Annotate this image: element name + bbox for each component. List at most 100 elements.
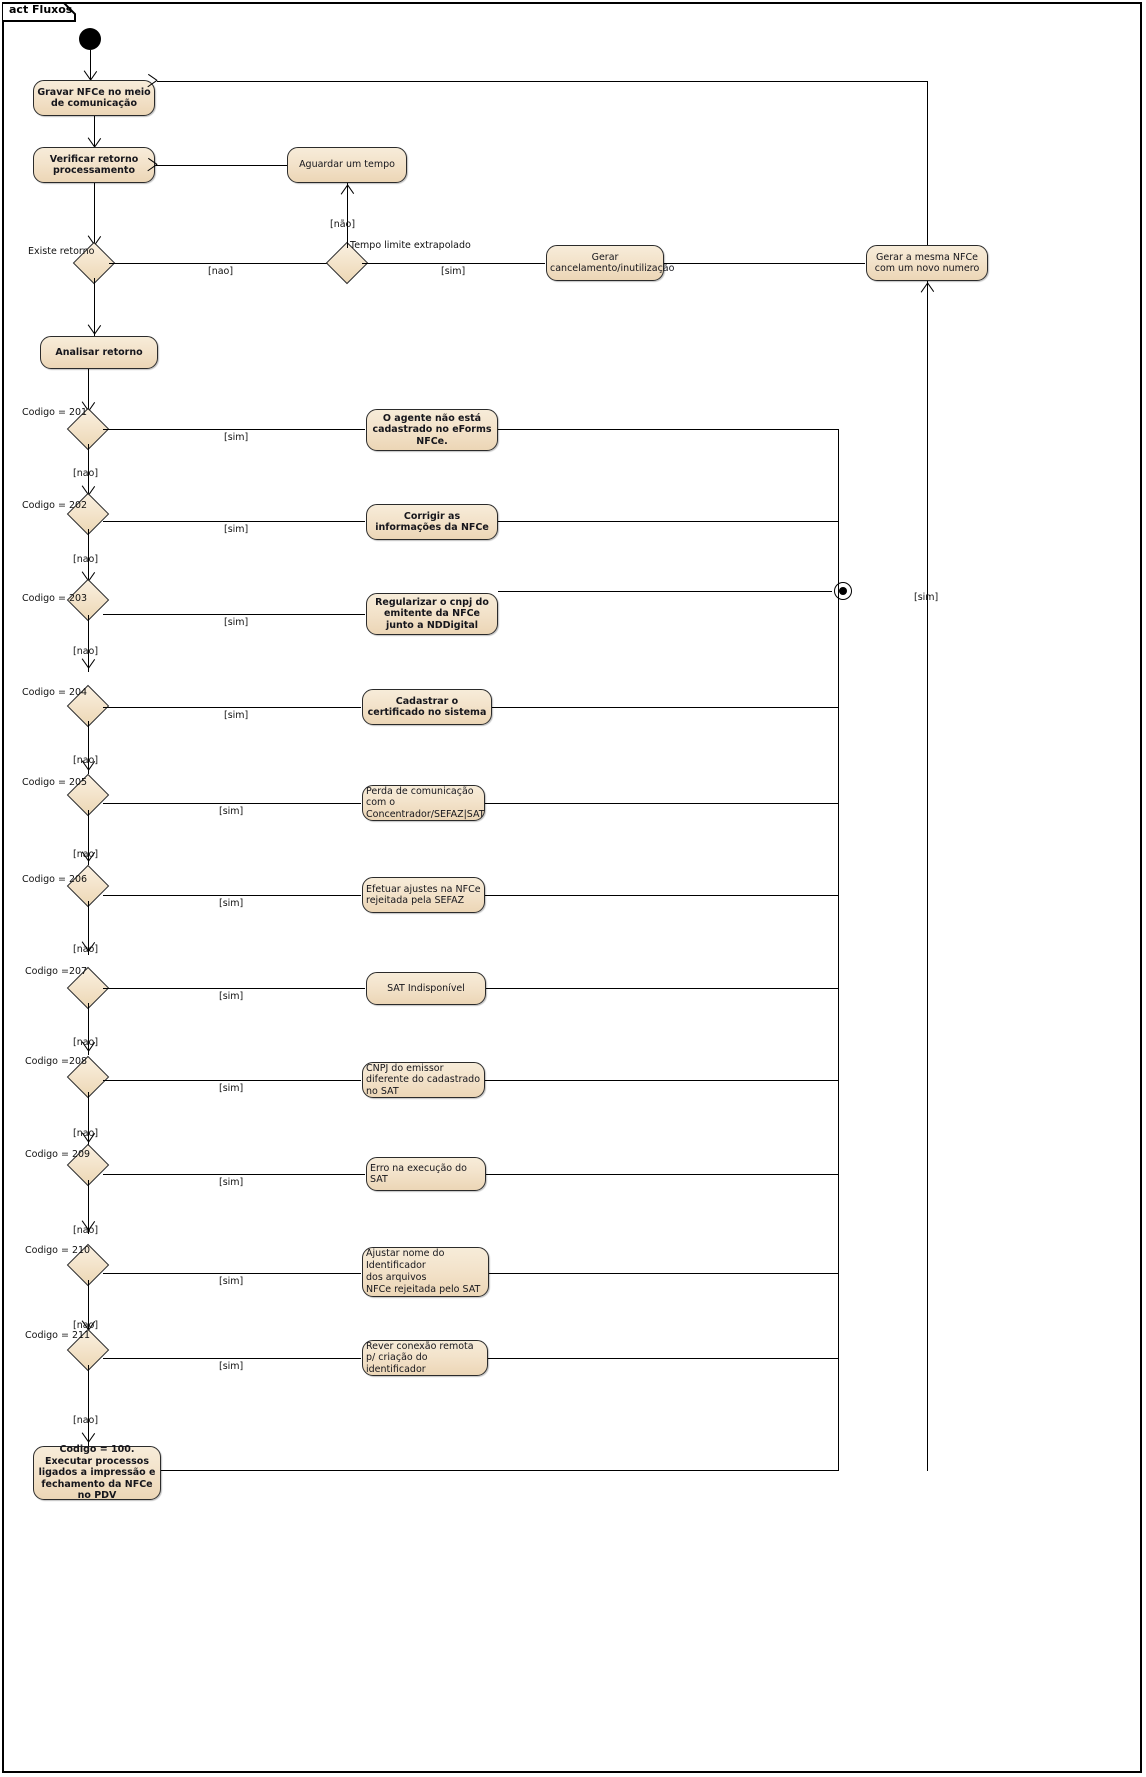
guard-201-sim: [sim] — [224, 432, 249, 443]
edge-210-to-collector — [489, 1273, 839, 1274]
edge-206-to-collector — [485, 895, 839, 896]
edge-211-to-collector — [488, 1358, 839, 1359]
action-201[interactable]: O agente não está cadastrado no eForms N… — [366, 409, 498, 451]
edge-203-sim — [103, 614, 365, 615]
guard-211-nao: [nao] — [73, 1415, 99, 1426]
edge-tempo-limite-nao — [347, 183, 348, 248]
action-202[interactable]: Corrigir as informações da NFCe — [366, 504, 498, 540]
action-206[interactable]: Efetuar ajustes na NFCe rejeitada pela S… — [362, 877, 485, 913]
action-aguardar-tempo[interactable]: Aguardar um tempo — [287, 147, 407, 183]
action-210-label: Ajustar nome do Identificador dos arquiv… — [366, 1248, 485, 1296]
edge-208-nao — [88, 1092, 89, 1146]
action-gravar-nfce[interactable]: Gravar NFCe no meio de comunicação — [33, 80, 155, 116]
edge-right-collector-lower — [838, 591, 839, 1471]
action-gerar-mesma-nfce-label: Gerar a mesma NFCe com um novo numero — [874, 251, 980, 275]
edge-aguardar-to-verificar — [156, 165, 287, 166]
edge-208-sim — [103, 1080, 361, 1081]
edge-initial-to-gravar — [90, 50, 91, 80]
guard-201-nao: [nao] — [73, 468, 99, 479]
action-210-line3: NFCe rejeitada pelo SAT — [366, 1284, 481, 1295]
edge-205-sim — [103, 803, 361, 804]
decision-codigo-202-label: Codigo = 202 — [22, 500, 88, 511]
guard-208-sim: [sim] — [219, 1083, 244, 1094]
edge-209-sim — [103, 1174, 365, 1175]
action-207-label: SAT Indisponível — [387, 982, 465, 994]
action-verificar-retorno[interactable]: Verificar retorno processamento — [33, 147, 155, 183]
action-208-label: CNPJ do emissor diferente do cadastrado … — [366, 1062, 481, 1097]
guard-203-nao: [nao] — [73, 646, 99, 657]
action-203-label: Regularizar o cnpj do emitente da NFCe j… — [375, 596, 489, 631]
action-analisar-retorno-label: Analisar retorno — [55, 346, 143, 358]
action-gravar-nfce-label: Gravar NFCe no meio de comunicação — [37, 86, 151, 110]
guard-205-nao: [nao] — [73, 849, 99, 860]
guard-206-nao: [nao] — [73, 944, 99, 955]
edge-202-sim — [103, 521, 365, 522]
decision-tempo-limite-label: Tempo limite extrapolado — [350, 240, 471, 251]
edge-202-nao — [88, 529, 89, 585]
decision-codigo-205-label: Codigo = 205 — [22, 777, 88, 788]
edge-return-to-gerar-mesma — [927, 281, 928, 1471]
action-analisar-retorno[interactable]: Analisar retorno — [40, 336, 158, 369]
edge-existe-retorno-nao — [109, 263, 341, 264]
edge-analisar-to-c201 — [88, 369, 89, 417]
action-205-label: Perda de comunicação com o Concentrador/… — [366, 785, 485, 820]
guard-206-sim: [sim] — [219, 898, 244, 909]
edge-existe-retorno-to-analisar — [94, 278, 95, 336]
action-204[interactable]: Cadastrar o certificado no sistema — [362, 689, 492, 725]
edge-gravar-to-verificar — [94, 116, 95, 147]
guard-202-nao: [nao] — [73, 554, 99, 565]
guard-211-sim: [sim] — [219, 1361, 244, 1372]
guard-205-sim: [sim] — [219, 806, 244, 817]
edge-204-to-collector — [492, 707, 839, 708]
edge-verificar-to-existe-retorno — [94, 183, 95, 255]
edge-loop-to-gravar — [157, 81, 927, 82]
action-203[interactable]: Regularizar o cnpj do emitente da NFCe j… — [366, 593, 498, 635]
edge-211-sim — [103, 1358, 361, 1359]
guard-210-nao: [nao] — [73, 1320, 99, 1331]
guard-202-sim: [sim] — [224, 524, 249, 535]
action-210[interactable]: Ajustar nome do Identificador dos arquiv… — [362, 1247, 489, 1297]
action-aguardar-tempo-label: Aguardar um tempo — [299, 159, 395, 171]
edge-206-sim — [103, 895, 361, 896]
action-codigo-100-label: Codigo = 100. Executar processos ligados… — [38, 1444, 156, 1502]
initial-node — [79, 28, 101, 50]
decision-codigo-206-label: Codigo = 206 — [22, 874, 88, 885]
decision-codigo-208-label: Codigo =208 — [25, 1056, 88, 1067]
action-207[interactable]: SAT Indisponível — [366, 972, 486, 1005]
action-codigo-100[interactable]: Codigo = 100. Executar processos ligados… — [33, 1444, 161, 1502]
edge-100-to-collector — [161, 1470, 839, 1471]
edge-right-collector-upper — [838, 429, 839, 591]
edge-tempo-limite-sim — [362, 263, 545, 264]
guard-207-nao: [nao] — [73, 1037, 99, 1048]
decision-codigo-211-label: Codigo = 211 — [25, 1330, 91, 1341]
edge-206-nao — [88, 901, 89, 955]
edge-205-nao — [88, 810, 89, 865]
guard-207-sim: [sim] — [219, 991, 244, 1002]
action-211[interactable]: Rever conexão remota p/ criação do ident… — [362, 1340, 488, 1376]
action-211-label: Rever conexão remota p/ criação do ident… — [366, 1340, 474, 1375]
edge-210-sim — [103, 1273, 361, 1274]
action-209[interactable]: Erro na execução do SAT — [366, 1157, 486, 1191]
action-208[interactable]: CNPJ do emissor diferente do cadastrado … — [362, 1062, 485, 1098]
action-gerar-cancelamento[interactable]: Gerar cancelamento/inutilização — [546, 245, 675, 281]
frame-tab-shape — [2, 2, 76, 22]
decision-codigo-201-label: Codigo = 201 — [22, 407, 88, 418]
action-verificar-retorno-label: Verificar retorno processamento — [49, 153, 139, 177]
guard-existe-retorno-nao: [nao] — [208, 266, 234, 277]
guard-204-sim: [sim] — [224, 710, 249, 721]
guard-203-sim: [sim] — [224, 617, 249, 628]
action-gerar-cancelamento-label: Gerar cancelamento/inutilização — [550, 251, 675, 275]
action-201-label: O agente não está cadastrado no eForms N… — [372, 412, 492, 447]
edge-207-to-collector — [486, 988, 839, 989]
action-gerar-mesma-nfce[interactable]: Gerar a mesma NFCe com um novo numero — [866, 245, 988, 281]
frame-label: act Fluxos — [9, 3, 73, 16]
action-205[interactable]: Perda de comunicação com o Concentrador/… — [362, 785, 485, 821]
edge-201-nao — [88, 444, 89, 499]
edge-201-to-merge — [498, 429, 838, 430]
action-202-label: Corrigir as informações da NFCe — [375, 510, 489, 534]
action-209-label: Erro na execução do SAT — [370, 1162, 467, 1186]
guard-209-nao: [nao] — [73, 1225, 99, 1236]
edge-203-to-final — [498, 591, 832, 592]
